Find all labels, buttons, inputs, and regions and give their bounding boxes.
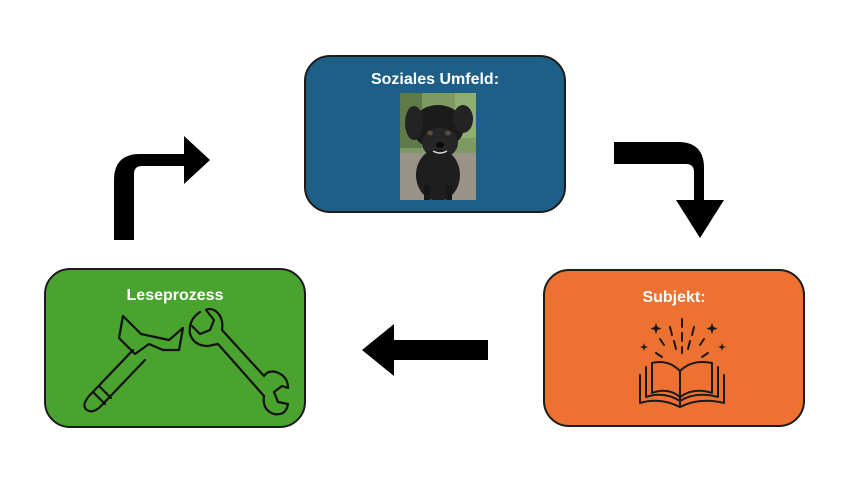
arrow-subjekt-to-lese: [362, 324, 488, 376]
node-soziales-umfeld: Soziales Umfeld:: [304, 55, 566, 213]
arrow-umfeld-to-subjekt: [614, 142, 724, 238]
arrow-lese-to-umfeld: [114, 136, 210, 240]
wrench-icon: [188, 307, 290, 416]
hammer-icon: [83, 314, 185, 413]
node-leseprozess: Leseprozess: [44, 268, 306, 428]
node-title: Soziales Umfeld:: [370, 71, 500, 88]
node-title: Subjekt:: [642, 289, 706, 306]
node-subjekt: Subjekt:: [543, 269, 805, 427]
open-book-icon: [639, 318, 726, 408]
dog-photo: [400, 93, 476, 200]
node-title: Leseprozess: [126, 287, 224, 304]
